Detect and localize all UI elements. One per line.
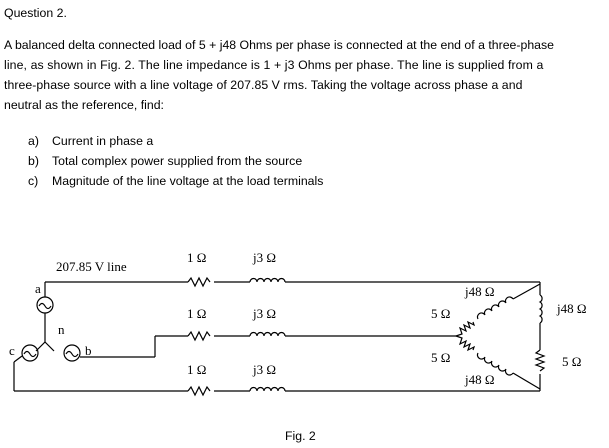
- node-a-label: a: [35, 281, 41, 296]
- paragraph-line: neutral as the reference, find:: [4, 98, 164, 112]
- node-b-label: b: [85, 343, 92, 358]
- item-text-c: Magnitude of the line voltage at the loa…: [52, 174, 324, 188]
- line-inductor-b: [249, 331, 286, 337]
- load-top-resistance-label: 5 Ω: [431, 306, 450, 321]
- sine-symbol: [23, 350, 37, 358]
- load-top-reactance-label: j48 Ω: [464, 284, 495, 299]
- load-inductor-top: [476, 296, 514, 320]
- item-text-b: Total complex power supplied from the so…: [52, 154, 303, 168]
- wire: [512, 372, 541, 390]
- load-resistor-bottom: [455, 335, 476, 352]
- item-letter-c: c): [28, 174, 39, 188]
- load-bottom-resistance-label: 5 Ω: [431, 350, 450, 365]
- load-resistor-right: [534, 349, 546, 372]
- line-resistance-label: 1 Ω: [187, 250, 206, 265]
- load-bottom-reactance-label: j48 Ω: [464, 372, 495, 387]
- load-inductor-right: [538, 294, 543, 324]
- paragraph-line: line, as shown in Fig. 2. The line imped…: [4, 58, 544, 72]
- node-n-label: n: [58, 322, 65, 337]
- wire: [13, 355, 23, 363]
- figure-caption: Fig. 2: [285, 429, 316, 443]
- line-resistance-label: 1 Ω: [187, 362, 206, 377]
- line-inductor-c: [249, 386, 286, 392]
- paragraph-line: three-phase source with a line voltage o…: [4, 78, 523, 92]
- source-b-circle: [63, 344, 81, 362]
- question-title: Question 2.: [4, 6, 67, 20]
- load-resistor-top: [455, 320, 476, 337]
- line-resistor-b: [187, 330, 211, 342]
- line-inductor-a: [249, 277, 286, 283]
- item-text-a: Current in phase a: [52, 134, 154, 148]
- line-reactance-label: j3 Ω: [252, 362, 276, 377]
- line-resistance-label: 1 Ω: [187, 306, 206, 321]
- line-resistor-c: [187, 385, 211, 397]
- load-inductor-bottom: [476, 352, 514, 376]
- paragraph-line: A balanced delta connected load of 5 + j…: [4, 38, 554, 52]
- sine-symbol: [65, 350, 79, 358]
- source-voltage-label: 207.85 V line: [56, 259, 127, 274]
- sine-symbol: [38, 302, 52, 310]
- source-c-circle: [21, 344, 39, 362]
- item-letter-b: b): [28, 154, 39, 168]
- line-resistor-a: [187, 276, 211, 288]
- load-right-reactance-label: j48 Ω: [556, 301, 587, 316]
- item-letter-a: a): [28, 134, 39, 148]
- line-reactance-label: j3 Ω: [252, 306, 276, 321]
- node-c-label: c: [9, 343, 15, 358]
- line-reactance-label: j3 Ω: [252, 250, 276, 265]
- load-right-resistance-label: 5 Ω: [562, 354, 581, 369]
- wire: [44, 341, 55, 352]
- wire: [512, 283, 541, 300]
